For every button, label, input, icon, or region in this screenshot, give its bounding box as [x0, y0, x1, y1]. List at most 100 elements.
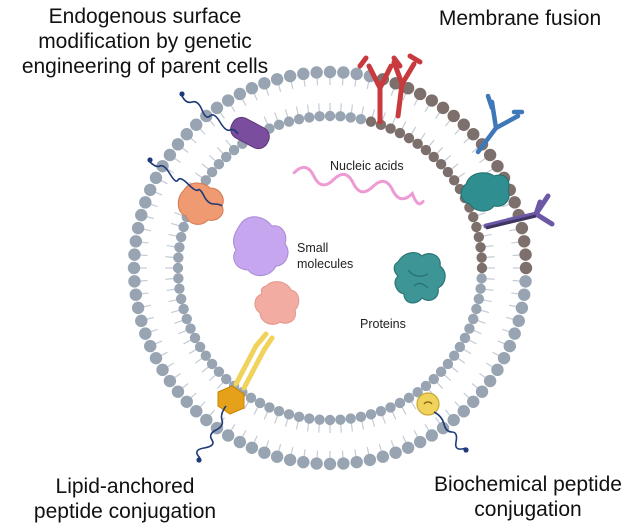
lipid-head	[173, 252, 184, 263]
lipid-head	[293, 113, 305, 125]
lipid-head	[245, 441, 259, 454]
small-molecules-label-line-1: Small	[297, 241, 328, 255]
lipid-head	[420, 380, 432, 392]
lipid-head	[178, 303, 189, 315]
receptor-blue-icon	[475, 93, 525, 155]
lipid-head	[467, 128, 480, 141]
lipid-head	[376, 450, 390, 463]
lipid-head	[254, 397, 266, 409]
lipid-head	[468, 313, 479, 325]
receptor-red-icon	[357, 53, 423, 125]
lipid-head	[293, 411, 305, 423]
lipid-head	[128, 248, 141, 261]
lipid-head	[131, 221, 145, 235]
lipid-head	[413, 435, 427, 449]
lipid-head	[435, 366, 447, 377]
lipid-head	[283, 453, 297, 467]
lipid-head	[508, 196, 521, 209]
lipid-head	[436, 101, 450, 115]
lipid-head	[178, 221, 189, 233]
lipid-head	[475, 242, 486, 253]
lipid-head	[519, 275, 532, 288]
lipid-head	[442, 358, 454, 370]
lipid-head	[181, 313, 192, 325]
lipid-head	[394, 127, 406, 139]
lipid-head	[273, 119, 285, 130]
small-molecules-label-line-2: molecules	[297, 257, 353, 271]
lipid-head	[425, 429, 439, 442]
lipid-head	[258, 446, 271, 459]
lipid-head	[447, 109, 460, 123]
lipid-head	[448, 175, 460, 186]
lipid-head	[401, 441, 415, 454]
lipid-head	[144, 339, 157, 353]
lipid-head	[464, 323, 475, 334]
lipid-head	[335, 414, 346, 425]
lipid-head	[345, 413, 356, 424]
lipid-head	[473, 293, 485, 305]
lipid-head	[213, 159, 225, 170]
lipid-head	[314, 111, 325, 122]
bottom-right-label: Biochemical peptide conjugation	[420, 472, 636, 522]
lipid-head	[135, 314, 148, 328]
lipid-head	[345, 112, 356, 123]
membrane-protein-teal-icon	[460, 172, 510, 212]
lipid-head	[420, 144, 432, 156]
lipid-head	[310, 457, 323, 470]
lipid-head	[324, 414, 336, 426]
top-left-label-line-1: Endogenous surface	[48, 5, 242, 28]
lipid-head	[270, 450, 284, 463]
lipid-head	[221, 429, 235, 442]
protein-cargo-groove	[407, 269, 429, 289]
lipid-head	[355, 113, 367, 125]
lipid-head	[128, 275, 141, 288]
lipid-head	[314, 414, 325, 425]
lipid-head	[180, 128, 193, 141]
small-molecule-blob	[233, 216, 289, 276]
lipid-head	[297, 67, 310, 81]
lipid-head	[233, 435, 247, 449]
receptor-violet-stalk	[485, 214, 537, 230]
lipid-head	[221, 94, 235, 107]
lipid-head	[245, 392, 257, 404]
lipid-head	[454, 341, 466, 353]
lipid-head	[401, 82, 415, 95]
top-left-label-line-3: engineering of parent cells	[21, 55, 269, 79]
lipid-head	[270, 73, 284, 86]
lipid-head	[200, 175, 212, 186]
lipid-head	[233, 87, 247, 101]
lipid-head	[174, 242, 185, 253]
bottom-right-label-line-2: conjugation	[474, 498, 582, 522]
lipid-head	[442, 166, 454, 178]
small-molecule-blob-2	[254, 281, 300, 325]
lipid-head	[515, 221, 529, 235]
lipid-head	[436, 421, 450, 435]
lipid-head	[323, 65, 337, 79]
lipid-head	[519, 261, 533, 275]
lipid-head	[483, 374, 497, 388]
top-right-label: Membrane fusion	[438, 7, 602, 30]
lipid-head	[335, 111, 346, 122]
lipid-head	[375, 406, 387, 417]
lipid-head	[394, 397, 406, 409]
lipid-head	[471, 303, 482, 315]
lipid-head	[512, 314, 525, 328]
lipid-head	[385, 402, 396, 413]
lipid-head	[337, 457, 350, 470]
lipid-head	[171, 385, 185, 398]
lipid-head	[385, 123, 396, 134]
lipid-head	[310, 66, 323, 79]
lipid-head	[245, 82, 259, 95]
lipid-head	[149, 351, 163, 365]
lipid-head	[363, 453, 377, 467]
lipid-head	[428, 151, 439, 163]
lipid-head	[172, 262, 184, 274]
lipid-head	[473, 231, 485, 243]
lipid-head	[173, 273, 184, 284]
lipid-head	[304, 413, 315, 424]
lipid-head	[304, 112, 315, 123]
lipid-head	[476, 252, 487, 263]
lipid-head	[457, 118, 470, 131]
lipid-head	[221, 151, 232, 163]
lipid-head	[517, 235, 531, 248]
